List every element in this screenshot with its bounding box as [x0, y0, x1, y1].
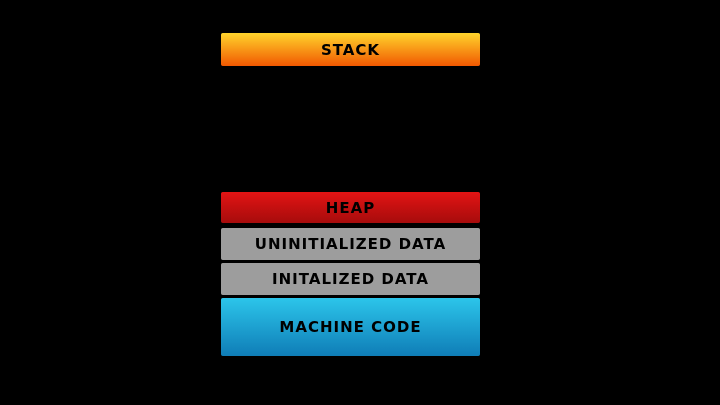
segment-heap: HEAP: [221, 192, 480, 223]
segment-machine-code: MACHINE CODE: [221, 298, 480, 356]
segment-machine-code-label: MACHINE CODE: [279, 318, 422, 336]
segment-heap-label: HEAP: [325, 198, 376, 217]
segment-uninitialized-data-label: UNINITIALIZED DATA: [254, 235, 447, 253]
segment-uninitialized-data: UNINITIALIZED DATA: [221, 228, 480, 260]
segment-initialized-data-label: INITALIZED DATA: [272, 270, 429, 288]
segment-initialized-data: INITALIZED DATA: [221, 263, 480, 295]
segment-stack: STACK: [221, 33, 480, 66]
segment-stack-label: STACK: [320, 40, 381, 59]
